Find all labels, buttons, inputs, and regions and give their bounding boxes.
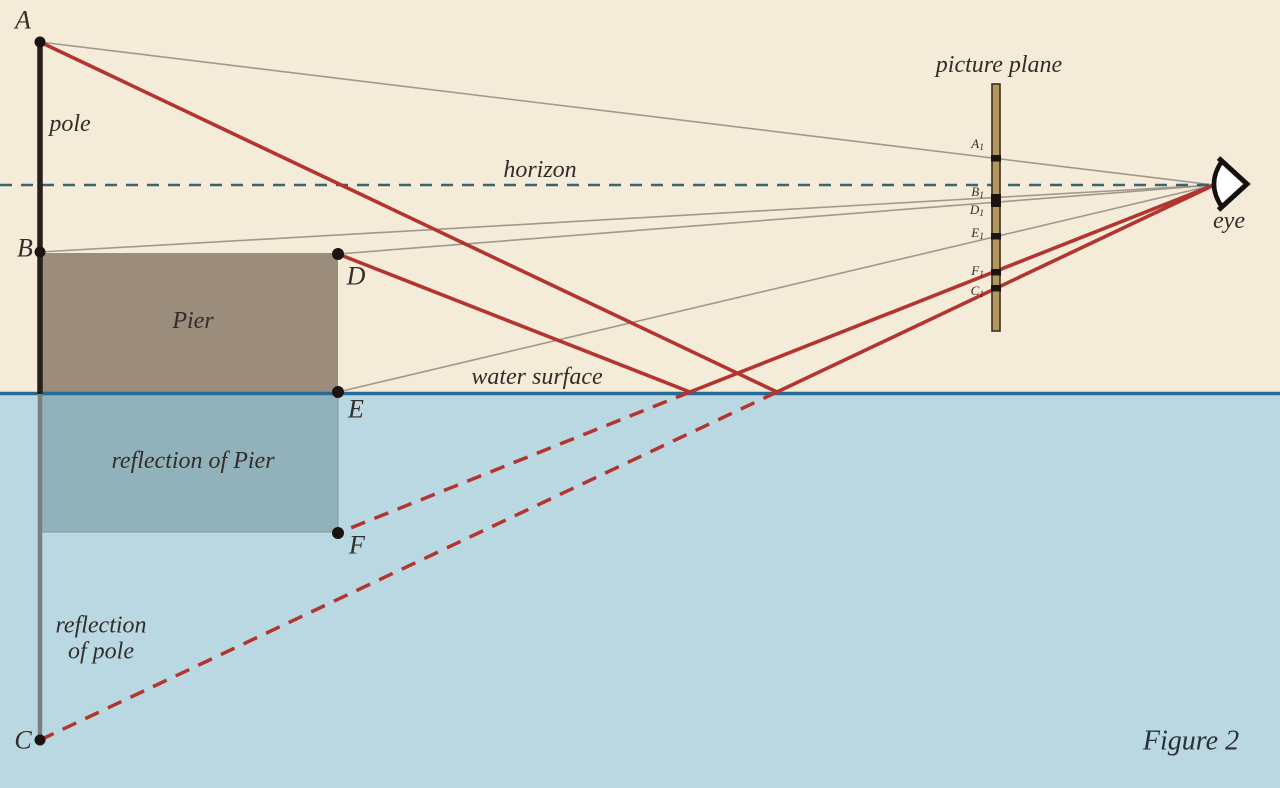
- sight-line-a-eye: [39, 41, 1215, 186]
- plane-mark-b1-sub: 1: [979, 190, 984, 201]
- label-eye: eye: [1213, 207, 1245, 234]
- sight-line-d-eye: [337, 184, 1215, 255]
- plane-mark-f1-base: F: [971, 262, 980, 278]
- eye-lids: [1216, 156, 1251, 212]
- plane-mark-f1-sub: 1: [979, 269, 984, 280]
- plane-tick-d1: [991, 200, 1001, 207]
- point-dot-e: [332, 386, 344, 398]
- plane-mark-c1-sub: 1: [979, 289, 984, 300]
- plane-mark-c1: C1: [971, 284, 984, 301]
- eye-lens: [1214, 161, 1246, 207]
- virtual-rays: [39, 390, 778, 742]
- plane-mark-d1-base: D: [969, 201, 980, 217]
- virtual-ray-to-c: [39, 390, 778, 742]
- ray-d-to-water: [337, 252, 691, 394]
- plane-tick-f1: [991, 269, 1001, 276]
- label-point-c: C: [14, 725, 32, 755]
- plane-tick-a1: [991, 155, 1001, 162]
- sight-line-b-eye: [39, 184, 1215, 253]
- picture-plane-bar: [991, 83, 1001, 332]
- label-reflection-pier: reflection of Pier: [111, 447, 275, 474]
- label-pier: Pier: [172, 307, 214, 334]
- label-pole: pole: [49, 110, 91, 137]
- sight-lines: [39, 41, 1215, 393]
- label-water-surface: water surface: [471, 363, 603, 390]
- plane-tick-c1: [991, 285, 1001, 292]
- plane-mark-d1-sub: 1: [979, 208, 984, 219]
- pier-reflection-rect: [40, 394, 339, 533]
- plane-tick-b1: [991, 194, 1001, 201]
- plane-mark-b1-base: B: [971, 183, 980, 199]
- label-point-e: E: [348, 394, 364, 424]
- plane-mark-c1-base: C: [970, 282, 980, 298]
- plane-mark-e1: E1: [971, 226, 984, 243]
- label-horizon: horizon: [503, 156, 577, 183]
- point-dots: [34, 36, 344, 746]
- plane-mark-e1-sub: 1: [979, 231, 984, 242]
- ray-water-to-eye-from-d: [689, 183, 1215, 394]
- label-point-d: D: [346, 261, 366, 291]
- plane-mark-e1-base: E: [971, 224, 980, 240]
- plane-mark-a1-sub: 1: [979, 142, 984, 153]
- point-dot-f: [332, 527, 344, 539]
- plane-mark-a1-base: A: [971, 135, 980, 151]
- plane-mark-b1: B1: [971, 185, 984, 202]
- point-dot-d: [332, 248, 344, 260]
- label-reflection-pole-line1: reflection: [55, 612, 147, 639]
- label-picture-plane: picture plane: [935, 51, 1063, 78]
- label-point-b: B: [17, 233, 33, 263]
- plane-tick-e1: [991, 233, 1001, 240]
- label-point-a: A: [15, 5, 31, 35]
- plane-ticks: [991, 155, 1001, 292]
- ray-a-to-water: [39, 40, 778, 394]
- eye-cornea-arc: [1211, 158, 1225, 210]
- plane-mark-d1: D1: [970, 203, 984, 220]
- point-dot-c: [34, 734, 46, 746]
- eye-icon: [1211, 156, 1251, 212]
- point-dot-a: [34, 36, 46, 48]
- pier-rect: [41, 253, 338, 393]
- figure-caption: Figure 2: [1142, 725, 1240, 757]
- point-dot-b: [34, 246, 46, 258]
- sight-line-e-eye: [337, 184, 1215, 393]
- label-reflection-pole-line2: of pole: [67, 639, 134, 665]
- plane-mark-f1: F1: [971, 264, 984, 281]
- virtual-ray-to-f: [337, 390, 691, 535]
- plane-mark-a1: A1: [971, 137, 984, 154]
- label-point-f: F: [349, 530, 365, 560]
